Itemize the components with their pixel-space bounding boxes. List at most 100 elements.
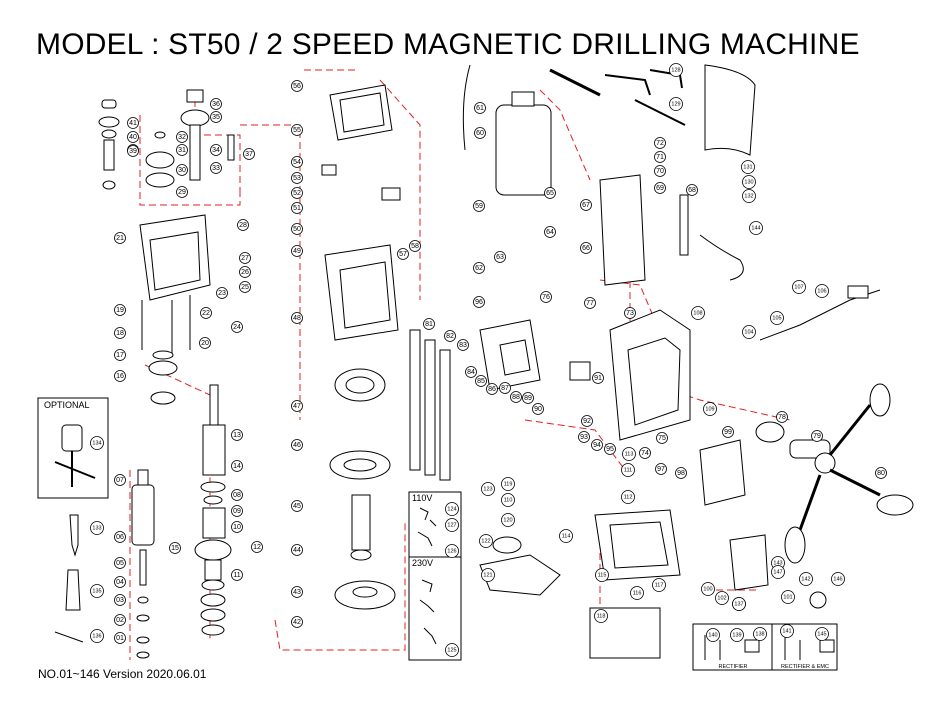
callout-number: 39 (129, 148, 137, 155)
callout-34: 34 (210, 144, 222, 156)
callout-circle (639, 447, 651, 459)
callout-circle (210, 162, 222, 174)
callout-119: 119 (501, 477, 515, 491)
callout-63: 63 (494, 251, 506, 263)
callout-10: 10 (231, 521, 243, 533)
callout-100: 100 (701, 582, 715, 596)
callout-49: 49 (291, 245, 303, 257)
callout-number: 120 (503, 518, 512, 524)
callout-circle (481, 482, 495, 496)
callout-54: 54 (291, 156, 303, 168)
parts (54, 64, 914, 659)
callout-number: 44 (293, 547, 301, 554)
callout-number: 116 (633, 591, 642, 597)
callout-circle (444, 330, 456, 342)
callout-123: 123 (481, 482, 495, 496)
callout-113: 113 (622, 447, 636, 461)
callout-circle (701, 582, 715, 596)
callout-circle (239, 252, 251, 264)
callout-number: 55 (293, 127, 301, 134)
callout-circle (465, 366, 477, 378)
callout-number: 57 (399, 251, 407, 258)
callout-number: 17 (116, 352, 124, 359)
callout-number: 106 (817, 289, 826, 295)
callout-number: 127 (447, 523, 456, 529)
callout-circle (231, 489, 243, 501)
callout-94: 94 (591, 439, 603, 451)
callout-24: 24 (231, 321, 243, 333)
callout-number: 81 (425, 321, 433, 328)
callout-circle (781, 590, 795, 604)
callout-number: 02 (116, 617, 124, 624)
callout-83: 83 (457, 339, 469, 351)
callout-number: 115 (598, 573, 607, 579)
callout-78: 78 (776, 411, 788, 423)
callout-number: 21 (116, 235, 124, 242)
part-callouts: 0102030405060708091011121314151617181920… (90, 63, 887, 657)
callout-number: 126 (447, 549, 456, 555)
callout-circle (114, 576, 126, 588)
callout-12: 12 (251, 541, 263, 553)
callout-number: 53 (293, 175, 301, 182)
callout-circle (753, 627, 767, 641)
callout-circle (231, 569, 243, 581)
callout-111: 111 (621, 463, 635, 477)
callout-138: 138 (753, 627, 767, 641)
callout-circle (792, 280, 806, 294)
callout-45: 45 (291, 500, 303, 512)
callout-number: 138 (755, 632, 764, 638)
callout-66: 66 (580, 242, 592, 254)
callout-number: 105 (772, 316, 781, 322)
callout-number: 32 (178, 134, 186, 141)
callout-circle (291, 586, 303, 598)
callout-number: 143 (773, 561, 782, 567)
callout-circle (780, 624, 794, 638)
callout-137: 137 (732, 597, 746, 611)
callout-circle (409, 240, 421, 252)
callout-circle (584, 297, 596, 309)
callout-number: 41 (129, 120, 137, 127)
callout-number: 82 (446, 333, 454, 340)
callout-number: 137 (734, 602, 743, 608)
callout-circle (216, 287, 228, 299)
callout-55: 55 (291, 124, 303, 136)
diagram-title: MODEL : ST50 / 2 SPEED MAGNETIC DRILLING… (36, 28, 860, 61)
callout-48: 48 (291, 312, 303, 324)
callout-circle (291, 223, 303, 235)
callout-circle (291, 400, 303, 412)
callout-118: 118 (594, 609, 608, 623)
callout-number: 131 (743, 165, 752, 171)
callout-circle (655, 463, 667, 475)
callout-98: 98 (675, 467, 687, 479)
callout-circle (231, 505, 243, 517)
callout-07: 07 (114, 474, 126, 486)
callout-number: 36 (212, 101, 220, 108)
callout-number: 124 (447, 507, 456, 513)
callout-102: 102 (715, 591, 729, 605)
callout-92: 92 (581, 415, 593, 427)
callout-85: 85 (475, 375, 487, 387)
callout-number: 118 (597, 614, 606, 620)
callout-number: 09 (233, 508, 241, 515)
callout-circle (742, 189, 756, 203)
callout-74: 74 (639, 447, 651, 459)
callout-number: 03 (116, 597, 124, 604)
callout-circle (544, 187, 556, 199)
callout-28: 28 (237, 219, 249, 231)
callout-circle (210, 144, 222, 156)
callout-105: 105 (770, 311, 784, 325)
callout-number: 74 (641, 450, 649, 457)
callout-129: 129 (669, 97, 683, 111)
callout-circle (291, 312, 303, 324)
callout-circle (114, 557, 126, 569)
callout-number: 69 (656, 185, 664, 192)
callout-circle (445, 643, 459, 657)
callout-number: 23 (218, 290, 226, 297)
callout-26: 26 (239, 266, 251, 278)
callout-121: 121 (481, 568, 495, 582)
callout-80: 80 (875, 467, 887, 479)
callout-109: 109 (703, 402, 717, 416)
callout-141: 141 (780, 624, 794, 638)
callout-circle (799, 572, 813, 586)
callout-125: 125 (445, 643, 459, 657)
